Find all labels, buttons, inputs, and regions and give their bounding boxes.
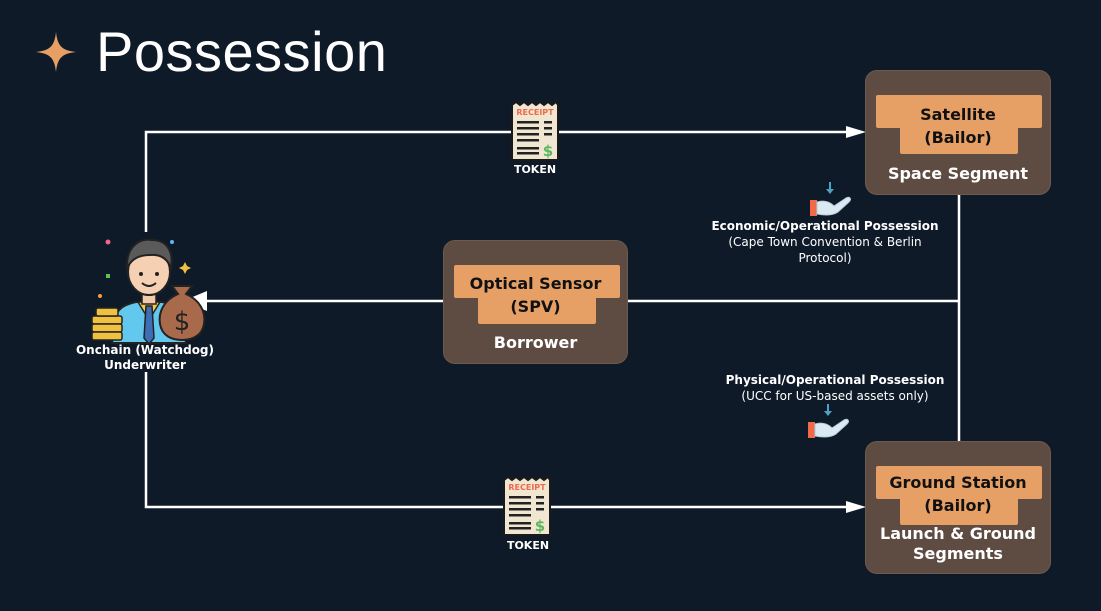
svg-text:$: $: [535, 517, 545, 535]
title-block: Possession: [34, 22, 387, 82]
token-label-top: TOKEN: [513, 163, 557, 176]
satellite-label-line1: Satellite: [920, 105, 996, 124]
physical-possession-note: Physical/Operational Possession (UCC for…: [700, 372, 970, 404]
satellite-label: Satellite (Bailor): [866, 103, 1050, 149]
space-segment-caption: Space Segment: [887, 164, 1029, 183]
ground-station-label: Ground Station (Bailor): [866, 471, 1050, 517]
launch-ground-caption-line1: Launch & Ground: [880, 524, 1036, 543]
launch-ground-caption-line2: Segments: [913, 544, 1003, 563]
economic-possession-detail-2: Protocol): [798, 251, 852, 265]
borrower-caption: Borrower: [493, 333, 578, 352]
physical-possession-detail-1: (UCC for US-based assets only): [741, 389, 929, 403]
line-underwriter-to-satellite: [144, 130, 848, 232]
receipt-icon: RECEIPT $: [503, 476, 551, 536]
receipt-icon: RECEIPT $: [511, 101, 559, 161]
satellite-tab-bottom: [900, 121, 1018, 154]
underwriter-label: Onchain (Watchdog) Underwriter: [60, 343, 230, 373]
underwriter-label-line1: Onchain (Watchdog): [75, 343, 215, 357]
economic-possession-detail-1: (Cape Town Convention & Berlin: [728, 235, 922, 249]
token-label-bottom: TOKEN: [506, 539, 550, 552]
line-underwriter-to-ground-station: [144, 372, 848, 509]
ground-station-node[interactable]: Ground Station (Bailor) Launch & Ground …: [865, 441, 1051, 574]
optical-sensor-node[interactable]: Optical Sensor (SPV) Borrower: [443, 240, 628, 364]
optical-sensor-tab-bottom: [478, 291, 596, 324]
underwriter-label-line2: Underwriter: [104, 358, 186, 372]
businessman-with-money-bag-icon: $: [91, 238, 206, 346]
satellite-node[interactable]: Satellite (Bailor) Space Segment: [865, 70, 1051, 195]
launch-ground-caption: Launch & Ground Segments: [866, 524, 1050, 564]
receipt-text: RECEIPT: [516, 108, 554, 117]
economic-possession-note: Economic/Operational Possession (Cape To…: [690, 218, 960, 266]
hand-receiving-icon: [810, 182, 851, 216]
physical-possession-title: Physical/Operational Possession: [725, 373, 945, 387]
ground-station-tab-bottom: [900, 492, 1018, 525]
arrow-to-satellite: [846, 126, 866, 138]
satellite-label-line2: (Bailor): [924, 128, 992, 147]
ground-station-label-line2: (Bailor): [924, 496, 992, 515]
svg-text:$: $: [543, 142, 553, 160]
optical-sensor-label-line1: Optical Sensor: [469, 274, 602, 293]
ground-station-label-line1: Ground Station: [889, 473, 1027, 492]
hand-receiving-icon: [808, 404, 849, 438]
optical-sensor-label: Optical Sensor (SPV): [444, 272, 627, 318]
optical-sensor-label-line2: (SPV): [510, 297, 561, 316]
economic-possession-title: Economic/Operational Possession: [711, 219, 939, 233]
svg-text:$: $: [174, 307, 191, 337]
arrow-to-ground-station: [846, 501, 866, 513]
four-point-star-icon: [36, 32, 76, 72]
page-title: Possession: [96, 20, 388, 83]
receipt-text: RECEIPT: [508, 483, 546, 492]
